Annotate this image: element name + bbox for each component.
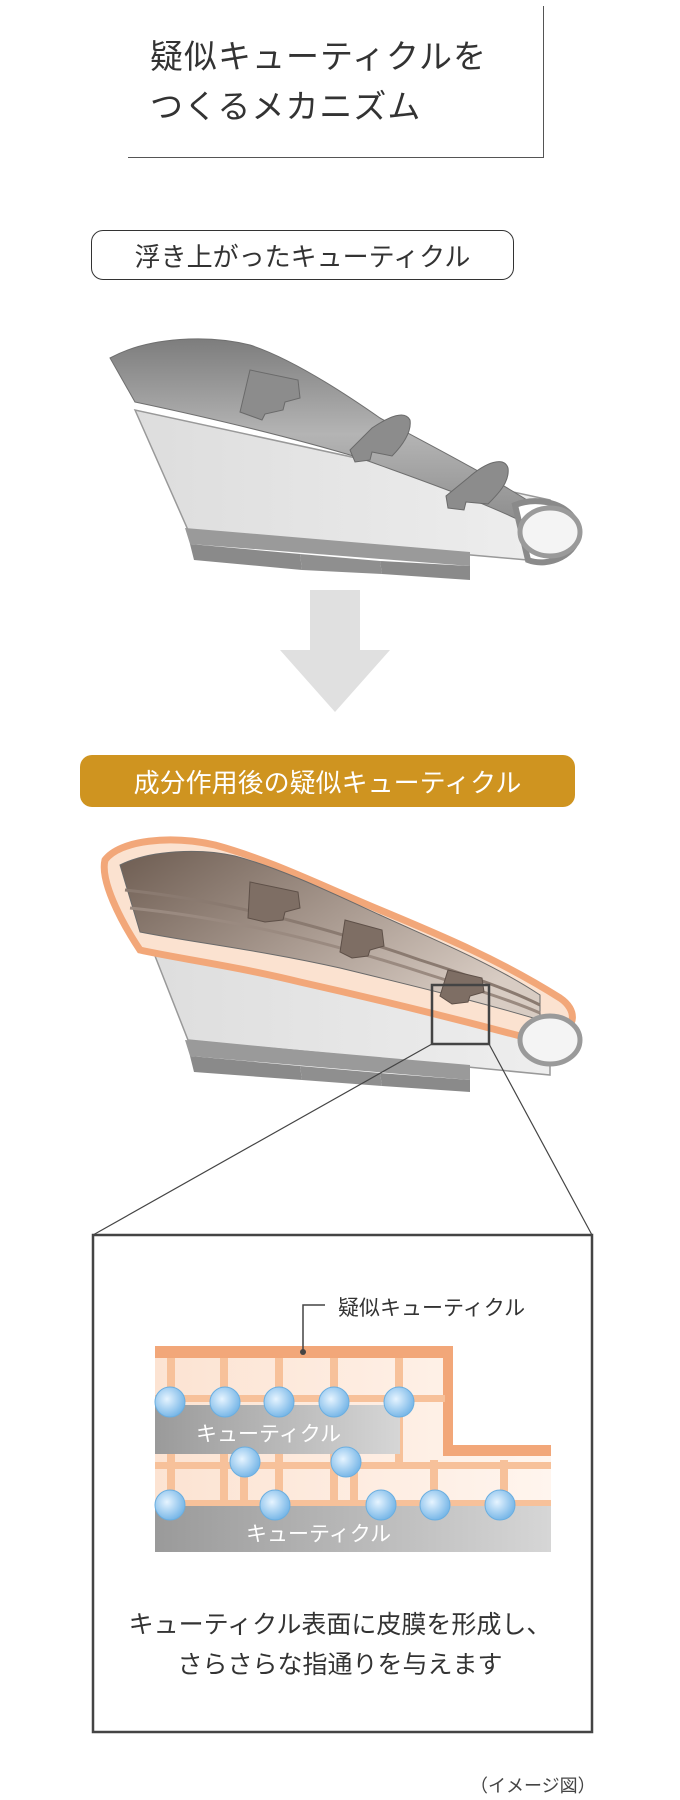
hair-pseudo-cuticle: [100, 836, 583, 1092]
zoom-line-left: [92, 1043, 433, 1236]
title-block: 疑似キューティクルを つくるメカニズム: [128, 6, 544, 158]
caption-line-2: さらさらな指通りを与えます: [177, 1650, 503, 1679]
caption-line-1: キューティクル表面に皮膜を形成し、: [128, 1610, 552, 1639]
hair-lifted-cuticle: [109, 338, 583, 580]
step2-label: 成分作用後の疑似キューティクル: [80, 755, 575, 807]
title-line-1: 疑似キューティクルを: [150, 37, 488, 76]
cuticle-bar-lower: [155, 1506, 551, 1552]
magnifier-box: [430, 983, 491, 1046]
cuticle-label-upper: キューティクル: [196, 1422, 342, 1446]
detail-illustration: [154, 1304, 551, 1552]
image-note: （イメージ図）: [470, 1776, 596, 1797]
pseudo-cuticle-label: 疑似キューティクル: [338, 1296, 526, 1320]
zoom-line-right: [488, 1043, 593, 1236]
step1-label: 浮き上がったキューティクル: [91, 230, 514, 280]
down-arrow-icon: [280, 590, 390, 712]
pseudo-cuticle-film: [155, 1346, 551, 1456]
title-line-2: つくるメカニズム: [150, 87, 422, 126]
cuticle-label-lower: キューティクル: [246, 1522, 392, 1546]
